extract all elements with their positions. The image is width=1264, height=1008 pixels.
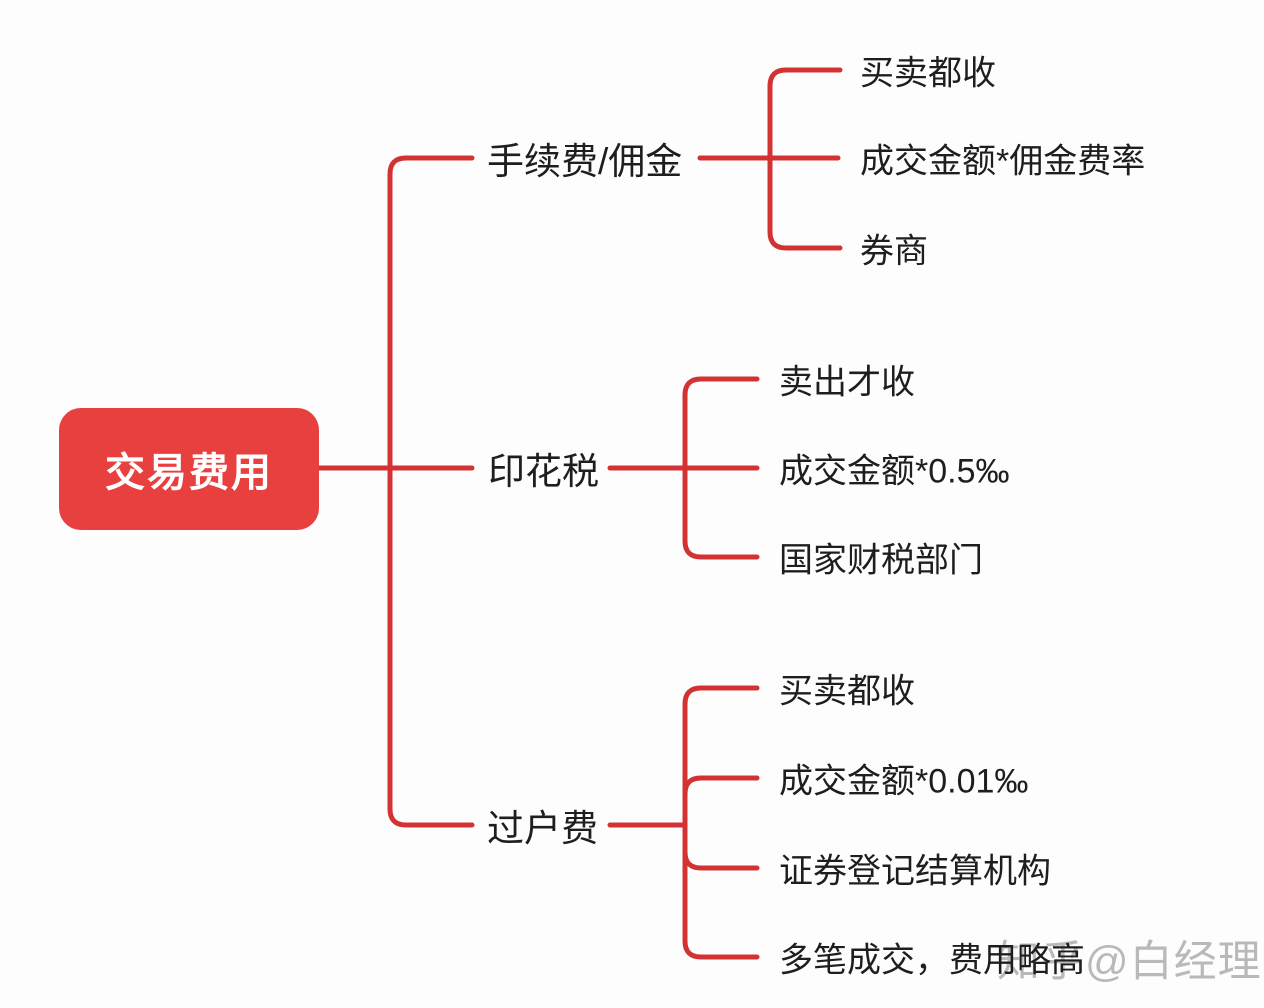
transfer-fee-child-both-buy-sell: 买卖都收 — [779, 672, 915, 711]
stamp-duty-child-formula: 成交金额*0.5‰ — [779, 452, 1010, 491]
transfer-fee-child-formula: 成交金额*0.01‰ — [779, 762, 1029, 801]
branch3-stub-child2 — [682, 775, 760, 797]
commission-child-broker: 券商 — [860, 232, 928, 271]
watermark-zhihu-author: 知乎@白经理 — [997, 938, 1262, 986]
branch3-bracket — [682, 685, 760, 960]
stamp-duty-child-tax-authority: 国家财税部门 — [779, 541, 983, 580]
branch-commission: 手续费/佣金 — [487, 141, 683, 182]
trunk-line — [387, 155, 475, 828]
root-node-trading-fees: 交易费用 — [59, 408, 319, 530]
commission-child-both-buy-sell: 买卖都收 — [860, 54, 996, 93]
transfer-fee-child-clearing-institution: 证券登记结算机构 — [779, 852, 1051, 891]
transfer-fee-child-multiple-trades: 多笔成交，费用略高 — [779, 941, 1085, 980]
branch-transfer-fee: 过户费 — [487, 808, 598, 849]
commission-child-formula: 成交金额*佣金费率 — [860, 142, 1146, 181]
branch1-bracket — [767, 67, 843, 251]
stamp-duty-child-sell-only: 卖出才收 — [779, 363, 915, 402]
branch2-bracket — [682, 376, 760, 560]
branch3-stub-child3 — [682, 849, 760, 871]
branch-stamp-duty: 印花税 — [488, 451, 599, 492]
